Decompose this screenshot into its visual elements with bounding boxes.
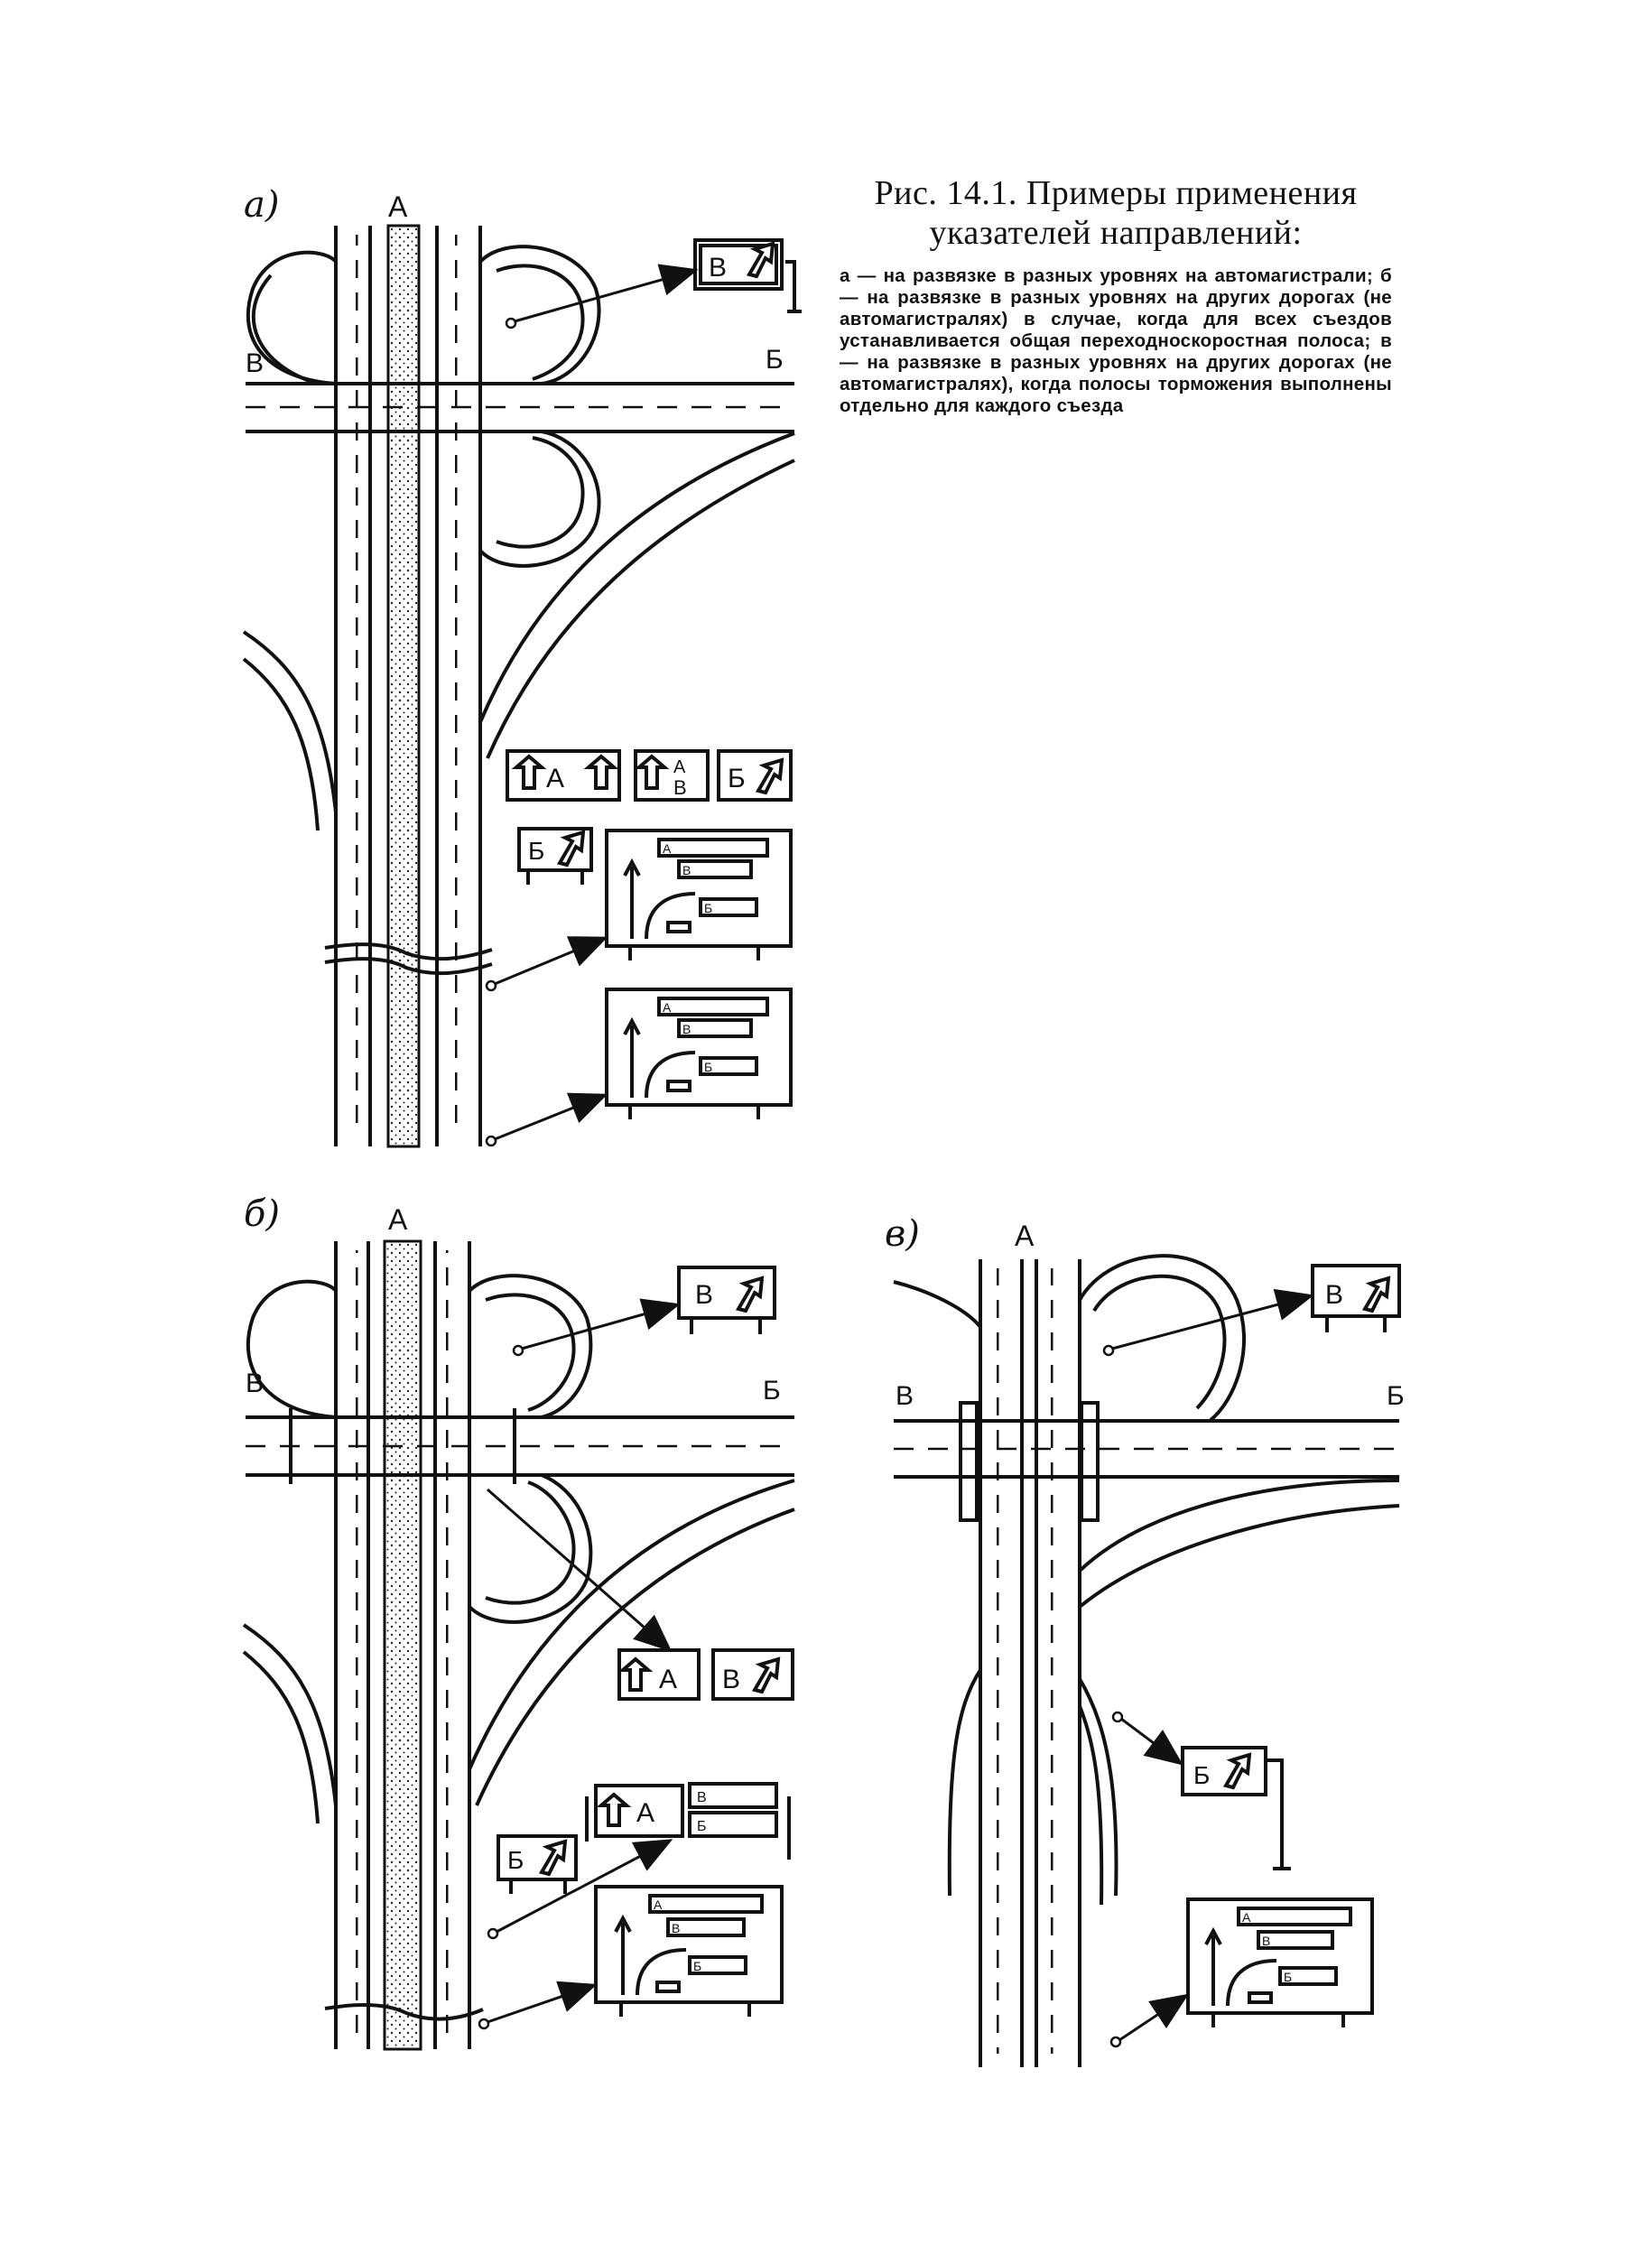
panel-c-board	[1186, 1897, 1374, 2027]
panel-a-mainline	[324, 224, 493, 1148]
panel-b-board	[594, 1885, 784, 2017]
panel-b-crossroad	[246, 1408, 794, 1484]
panel-a-exit-sign-v	[693, 238, 802, 313]
panel-a-lane-marks-left	[354, 235, 363, 1128]
panel-a-up-arrow-icon	[511, 754, 547, 790]
panel-a: а) А В Б	[242, 184, 802, 1148]
panel-a-board-2	[605, 988, 793, 1119]
panel-a-sign-av-top: А	[673, 757, 686, 777]
panel-b-up-arrow-icon	[617, 1656, 654, 1692]
panel-c-sign-b-box	[1181, 1746, 1291, 1870]
panel-a-board-2-row-a: А	[663, 1000, 672, 1015]
panel-b-right-arrow-icon	[751, 1656, 781, 1694]
panel-a-road-b-label: Б	[766, 345, 784, 375]
panel-a-board-1-row-v: В	[682, 863, 691, 877]
panel-b-sign-a: А	[659, 1665, 677, 1694]
panel-b-road-a-label: А	[388, 1203, 408, 1236]
panel-a-small-arrow-icon	[556, 830, 586, 868]
panel-b-lane-marks-left	[352, 1250, 361, 2036]
panel-b-loops	[242, 1274, 795, 1824]
panel-c-lane-marks-right	[1051, 1268, 1060, 2054]
panel-c-mainline	[959, 1259, 1100, 2067]
panel-c-board-row-v: В	[1262, 1934, 1270, 1948]
panel-c-pointer-1	[1111, 1288, 1314, 1350]
panel-b-gantry-up-arrow-icon	[596, 1792, 632, 1827]
panel-b-sign-small-v: В	[697, 1790, 707, 1805]
panel-b: б) А В Б	[242, 1193, 795, 2051]
panel-c-lane-marks-left	[997, 1268, 1006, 2054]
panel-a-road-v-label: В	[246, 348, 264, 378]
panel-a-board-2-row-b: Б	[704, 1060, 712, 1074]
panel-a-pointer-3	[494, 1092, 608, 1141]
panel-b-sign-pair	[617, 1648, 794, 1701]
panel-b-exit-sign-v	[677, 1266, 776, 1334]
panel-b-exit-arrow-icon	[735, 1276, 765, 1313]
panel-c-sign-b: Б	[1193, 1761, 1210, 1789]
panel-a-up-arrow-icon-2	[583, 754, 619, 790]
panel-c-pointer-2	[1120, 1717, 1183, 1766]
panel-c-exit-arrow-icon	[1361, 1276, 1391, 1313]
panel-c-road-a-label: А	[1015, 1220, 1035, 1252]
panel-a-board-1	[605, 829, 793, 960]
panel-c-exit-sign-v	[1311, 1264, 1401, 1332]
caption-title: Рис. 14.1. Примеры применения указателей…	[874, 174, 1358, 252]
caption-body: а — на развязке в разных уровнях на авто…	[840, 265, 1392, 416]
panel-c: в) А В Б	[885, 1213, 1405, 2067]
panel-a-board-1-row-b: Б	[704, 901, 712, 915]
panel-a-sign-b-small-text: Б	[528, 837, 544, 865]
panel-a-pointer-1	[514, 264, 699, 323]
panel-c-label: в)	[885, 1213, 920, 1255]
panel-b-lane-marks-right	[446, 1250, 455, 2036]
panel-b-sign-b-arrow-icon	[538, 1839, 568, 1877]
panel-c-road-v-label: В	[896, 1381, 914, 1411]
panel-b-board-row-a: А	[654, 1897, 663, 1912]
panel-a-lane-marks-right	[449, 235, 458, 1128]
panel-a-up-arrow-icon-3	[634, 754, 670, 790]
panel-b-label: б)	[244, 1193, 280, 1235]
panel-b-road-b-label: Б	[763, 1376, 781, 1406]
panel-a-pointer-2	[494, 936, 608, 986]
panel-a-board-2-row-v: В	[682, 1022, 691, 1036]
panel-a-sign-b: Б	[728, 764, 746, 793]
panel-a-gantry	[506, 749, 793, 802]
panel-a-sign-exit-v: В	[709, 253, 727, 283]
panel-a-sign-av-bottom: В	[673, 776, 687, 799]
panel-b-sign-b: Б	[507, 1846, 524, 1874]
panel-b-road-v-label: В	[246, 1369, 264, 1398]
panel-c-sign-exit-v: В	[1325, 1280, 1343, 1310]
panel-b-sign-v: В	[722, 1665, 740, 1694]
panel-a-road-a-label: А	[388, 190, 408, 223]
panel-a-label: а)	[244, 184, 279, 226]
panel-a-sign-a: А	[546, 764, 564, 793]
panel-c-road-b-label: Б	[1387, 1381, 1405, 1411]
panel-b-sign-exit-v: В	[695, 1280, 713, 1310]
panel-a-board-1-row-a: А	[663, 841, 672, 856]
panel-b-gantry	[585, 1782, 791, 1860]
panel-b-board-row-v: В	[672, 1921, 680, 1935]
panel-c-board-row-b: Б	[1284, 1970, 1292, 1984]
panel-c-loops	[893, 1254, 1400, 1906]
panel-b-board-row-b: Б	[693, 1959, 701, 1973]
panel-b-pointer-3	[496, 1839, 673, 1934]
panel-c-pointer-3	[1118, 1993, 1189, 2042]
panel-b-sign-small-b: Б	[697, 1819, 707, 1834]
panel-a-right-curve-arrow-icon	[755, 757, 784, 795]
panel-b-pointer-1	[521, 1298, 681, 1350]
figure-caption: Рис. 14.1. Примеры применения указателей…	[840, 173, 1392, 417]
panel-a-exit-arrow-icon	[746, 241, 775, 279]
panel-c-crossroad	[894, 1419, 1399, 1479]
panel-b-sign-a2: А	[636, 1798, 654, 1828]
panel-a-loops	[242, 245, 795, 831]
panel-c-board-row-a: А	[1242, 1910, 1251, 1925]
panel-b-mainline	[324, 1239, 484, 2051]
panel-b-sign-b-box	[497, 1834, 578, 1894]
panel-c-sign-b-arrow-icon	[1222, 1752, 1252, 1790]
panel-a-crossroad	[246, 382, 794, 433]
panel-b-pointer-2	[487, 1488, 673, 1652]
panel-a-sign-b-small	[517, 827, 593, 885]
panel-b-pointer-4	[487, 1981, 598, 2024]
